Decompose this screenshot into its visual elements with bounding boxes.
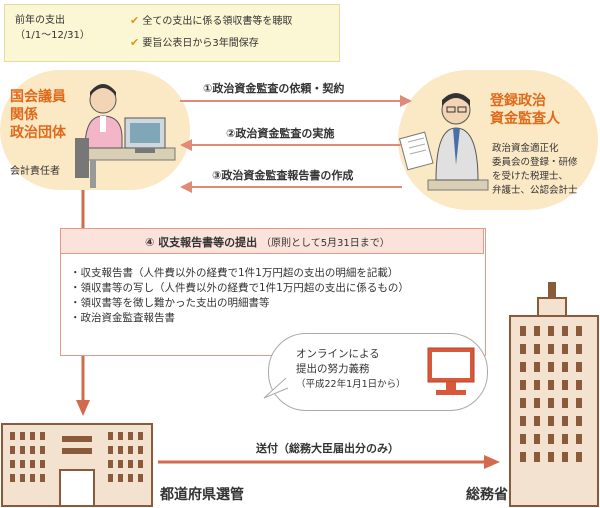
info-item-1-text: 全ての支出に係る領収書等を聴取 [142,16,293,27]
info-item-2: ✔ 要旨公表日から3年間保存 [130,35,259,51]
left-party-title: 国会議員 関係 政治団体 [10,88,66,142]
online-line1: オンラインによる [296,348,380,360]
info-item-1: ✔ 全ての支出に係る領収書等を聴取 [130,13,292,29]
check-icon: ✔ [130,14,140,27]
submission-title-text: ④ 収支報告書等の提出 [145,236,258,249]
ministry-building [509,282,599,507]
info-label-line2: （1/1〜12/31） [15,30,90,41]
submission-item-3: ・領収書等を徴し難かった支出の明細書等 [70,297,270,309]
auditor-illustration [398,93,489,191]
right-desc-line3: を受けた税理士、 [492,171,569,182]
arrow-2-label: ②政治資金監査の実施 [226,127,335,140]
online-text: オンラインによる 提出の努力義務 （平成22年1月1日から） [296,347,406,392]
right-desc-line4: 弁護士、公認会計士 [492,185,578,196]
submission-note: （原則として5月31日まで） [261,238,390,249]
right-party-desc: 政治資金適正化 委員会の登録・研修 を受けた税理士、 弁護士、公認会計士 [492,142,578,198]
arrow-3-label: ③政治資金監査報告書の作成 [212,169,354,182]
accountant-illustration [75,84,176,188]
info-item-2-text: 要旨公表日から3年間保存 [142,38,259,49]
prefecture-label: 都道府県選管 [160,487,244,503]
submission-list: ・収支報告書（人件費以外の経費で1件1万円超の支出の明細を記載） ・領収書等の写… [70,266,409,326]
arrow-3 [180,181,402,193]
right-desc-line2: 委員会の登録・研修 [492,157,578,168]
right-title-line2: 資金監査人 [490,111,560,127]
right-party-title: 登録政治 資金監査人 [490,92,560,128]
ministry-label: 総務省 [466,487,508,503]
left-title-line2: 関係 [10,107,38,123]
submission-item-1: ・収支報告書（人件費以外の経費で1件1万円超の支出の明細を記載） [70,267,399,279]
bubble-tail [263,377,289,399]
prefecture-building [1,423,153,507]
left-party-role: 会計責任者 [10,166,60,177]
submission-item-4: ・政治資金監査報告書 [70,312,175,324]
right-title-line1: 登録政治 [490,93,546,109]
info-label: 前年の支出 （1/1〜12/31） [15,13,90,43]
online-line2: 提出の努力義務 [296,363,370,375]
submission-title: ④ 収支報告書等の提出 （原則として5月31日まで） [145,234,390,250]
online-line3: （平成22年1月1日から） [296,379,406,390]
info-label-line1: 前年の支出 [15,15,65,26]
arrow-1 [180,95,412,107]
send-arrow [158,455,500,469]
computer-icon [427,347,475,395]
arrow-1-label: ①政治資金監査の依頼・契約 [203,82,345,95]
info-box [4,4,340,62]
check-icon: ✔ [130,36,140,49]
arrow-2 [180,139,402,151]
left-title-line1: 国会議員 [10,89,66,105]
left-title-line3: 政治団体 [10,125,66,141]
submission-item-2: ・領収書等の写し（人件費以外の経費で1件1万円超の支出に係るもの） [70,282,409,294]
right-desc-line1: 政治資金適正化 [492,143,559,154]
send-label: 送付（総務大臣届出分のみ） [256,442,399,455]
submission-header [60,228,484,254]
